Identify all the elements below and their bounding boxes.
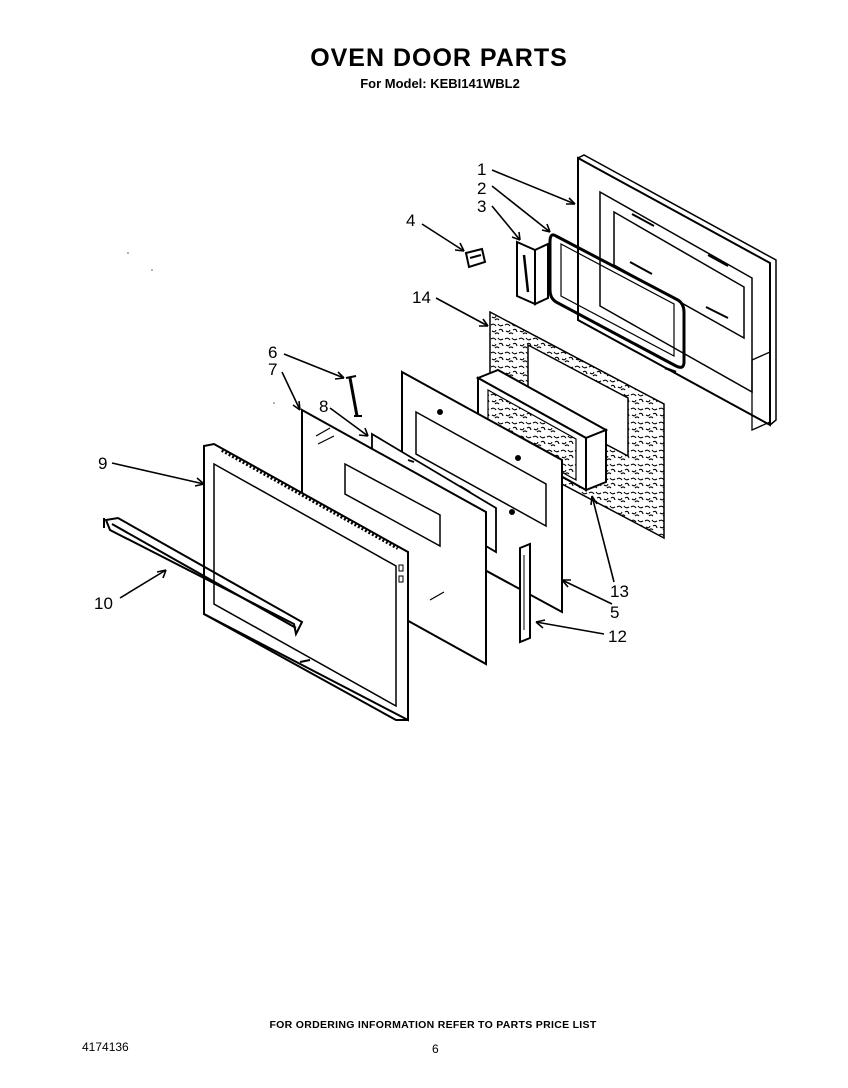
callout-5: 5 [610, 603, 619, 622]
callout-10: 10 [94, 594, 113, 613]
callout-13: 13 [610, 582, 629, 601]
part-2-door-gasket [548, 233, 686, 369]
part-12-strip [519, 542, 531, 644]
callout-4: 4 [406, 211, 415, 230]
part-4-clip [464, 247, 487, 269]
part-3-bracket [516, 240, 549, 306]
callout-9: 9 [98, 454, 107, 473]
part-10-handle [103, 516, 304, 638]
ordering-note: FOR ORDERING INFORMATION REFER TO PARTS … [269, 1019, 597, 1031]
model-subtitle: For Model: KEBI141WBL2 [360, 76, 520, 91]
part-1-inner-door-panel [577, 154, 777, 432]
document-number: 4174136 [82, 1040, 129, 1054]
callout-6: 6 [268, 343, 277, 362]
callout-2: 2 [477, 179, 486, 198]
callout-3: 3 [477, 197, 486, 216]
callout-7: 7 [268, 360, 277, 379]
page-number: 6 [432, 1042, 439, 1056]
callout-12: 12 [608, 627, 627, 646]
part-6-spring [345, 375, 362, 417]
callout-14: 14 [412, 288, 431, 307]
part-9-door-frame [203, 442, 409, 722]
callout-1: 1 [477, 160, 486, 179]
callout-8: 8 [319, 397, 328, 416]
leader-lines [111, 169, 615, 635]
scan-specks [127, 252, 275, 404]
page-title: OVEN DOOR PARTS [310, 44, 568, 72]
